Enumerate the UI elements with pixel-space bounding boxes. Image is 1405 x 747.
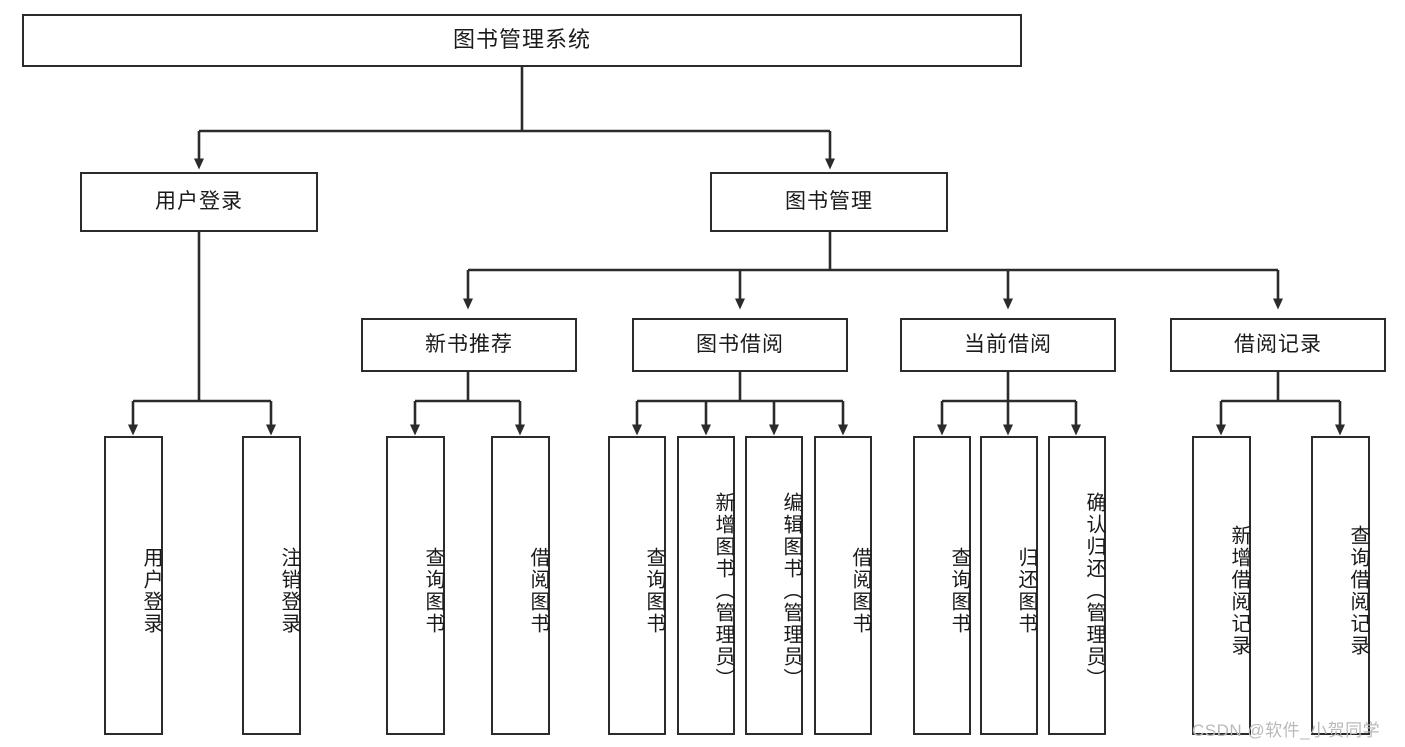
node-book-management[interactable]: 图书管理	[710, 172, 948, 232]
node-root-book-management-system[interactable]: 图书管理系统	[22, 14, 1022, 67]
csdn-watermark: CSDN @软件_小贺同学	[1192, 721, 1381, 740]
node-label: 用户登录	[155, 190, 243, 214]
leaf-edit-book-admin[interactable]: 编辑图书（管理员）	[745, 436, 803, 735]
node-label: 借阅图书	[527, 546, 549, 635]
leaf-query-book-borrow[interactable]: 查询图书	[608, 436, 666, 735]
node-label: 查询借阅记录	[1347, 524, 1369, 657]
node-new-book-recommend[interactable]: 新书推荐	[361, 318, 577, 372]
node-borrow-records[interactable]: 借阅记录	[1170, 318, 1386, 372]
node-user-login[interactable]: 用户登录	[80, 172, 318, 232]
leaf-confirm-return-admin[interactable]: 确认归还（管理员）	[1048, 436, 1106, 735]
node-label: 图书借阅	[696, 333, 784, 357]
node-label: 确认归还（管理员）	[1083, 491, 1105, 690]
node-current-borrow[interactable]: 当前借阅	[900, 318, 1116, 372]
node-label: 查询图书	[643, 546, 665, 635]
node-label: 查询图书	[948, 546, 970, 635]
node-label: 借阅记录	[1234, 333, 1322, 357]
node-label: 新增图书（管理员）	[712, 491, 734, 690]
node-label: 图书管理	[785, 190, 873, 214]
node-label: 图书管理系统	[452, 27, 591, 53]
node-label: 新增借阅记录	[1228, 524, 1250, 657]
node-label: 注销登录	[278, 546, 300, 635]
leaf-borrow-book-recommend[interactable]: 借阅图书	[491, 436, 550, 735]
leaf-logout[interactable]: 注销登录	[242, 436, 301, 735]
leaf-user-login[interactable]: 用户登录	[104, 436, 163, 735]
leaf-query-book-recommend[interactable]: 查询图书	[386, 436, 445, 735]
node-label: 编辑图书（管理员）	[780, 491, 802, 690]
node-label: 查询图书	[422, 546, 444, 635]
node-label: 归还图书	[1015, 546, 1037, 635]
leaf-return-book[interactable]: 归还图书	[980, 436, 1038, 735]
leaf-add-borrow-record[interactable]: 新增借阅记录	[1192, 436, 1251, 735]
node-label: 当前借阅	[964, 333, 1052, 357]
leaf-query-book-current[interactable]: 查询图书	[913, 436, 971, 735]
node-label: 借阅图书	[849, 546, 871, 635]
node-book-borrow[interactable]: 图书借阅	[632, 318, 848, 372]
leaf-add-book-admin[interactable]: 新增图书（管理员）	[677, 436, 735, 735]
node-label: 用户登录	[140, 546, 162, 635]
node-label: 新书推荐	[425, 333, 513, 357]
leaf-query-borrow-record[interactable]: 查询借阅记录	[1311, 436, 1370, 735]
leaf-borrow-book[interactable]: 借阅图书	[814, 436, 872, 735]
